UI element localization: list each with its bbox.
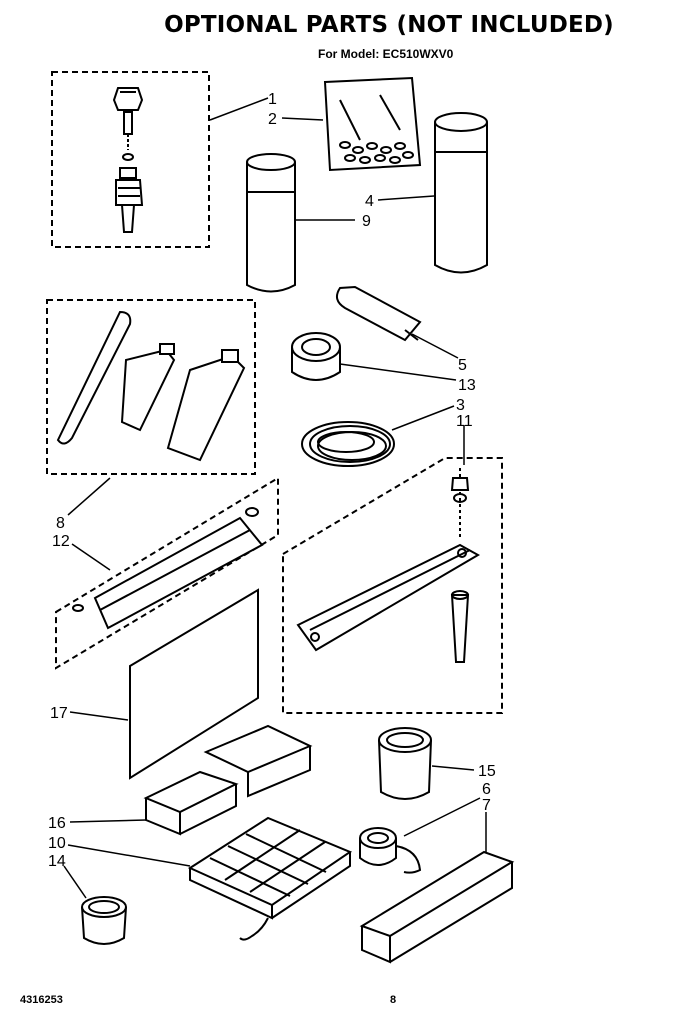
tape-roll-small-icon — [359, 827, 422, 874]
hardware-bag-icon — [323, 76, 422, 172]
callout-4: 4 — [365, 193, 374, 210]
callout-7: 7 — [482, 797, 491, 814]
cup-large-icon — [378, 727, 432, 800]
vent-bracket-icon — [72, 507, 264, 630]
spray-can-large-icon — [434, 112, 488, 274]
part-12-box — [55, 476, 279, 670]
callout-5: 5 — [458, 357, 467, 374]
callout-3: 3 — [456, 397, 465, 414]
callout-1: 1 — [268, 91, 277, 108]
tube-icon — [335, 285, 422, 342]
model-subtitle: For Model: EC510WXV0 — [318, 47, 454, 61]
part-1-box — [51, 71, 210, 248]
caulk-kit-icon — [56, 310, 246, 462]
callout-12: 12 — [52, 533, 70, 550]
callout-13: 13 — [458, 377, 476, 394]
part-number: 4316253 — [20, 994, 63, 1006]
page-title: OPTIONAL PARTS (NOT INCLUDED) — [164, 12, 614, 38]
leader-lines — [63, 97, 487, 899]
callout-8: 8 — [56, 515, 65, 532]
tape-roll-icon — [291, 332, 341, 381]
callout-10: 10 — [48, 835, 66, 852]
part-11-box — [282, 457, 503, 714]
callout-labels: 1 2 9 4 5 13 3 11 8 12 17 15 6 7 16 10 1… — [48, 91, 496, 870]
foam-strip-icon — [359, 850, 515, 964]
panel-icon — [129, 588, 259, 780]
part-8-box — [46, 299, 256, 475]
callout-2: 2 — [268, 111, 277, 128]
valve-fitting-icon — [112, 87, 144, 233]
cup-small-icon — [81, 896, 127, 945]
callout-6: 6 — [482, 781, 491, 798]
callout-11: 11 — [456, 413, 473, 430]
coiled-cable-icon — [301, 421, 395, 467]
spray-can-small-icon — [246, 153, 296, 293]
callout-16: 16 — [48, 815, 66, 832]
callout-14: 14 — [48, 853, 66, 870]
mounting-bracket-icon — [296, 468, 481, 663]
drain-tray-icon — [187, 816, 353, 941]
callout-9: 9 — [362, 213, 371, 230]
filter-foam-icon — [143, 724, 313, 836]
callout-15: 15 — [478, 763, 496, 780]
page-number: 8 — [390, 994, 397, 1006]
callout-17: 17 — [50, 705, 68, 722]
